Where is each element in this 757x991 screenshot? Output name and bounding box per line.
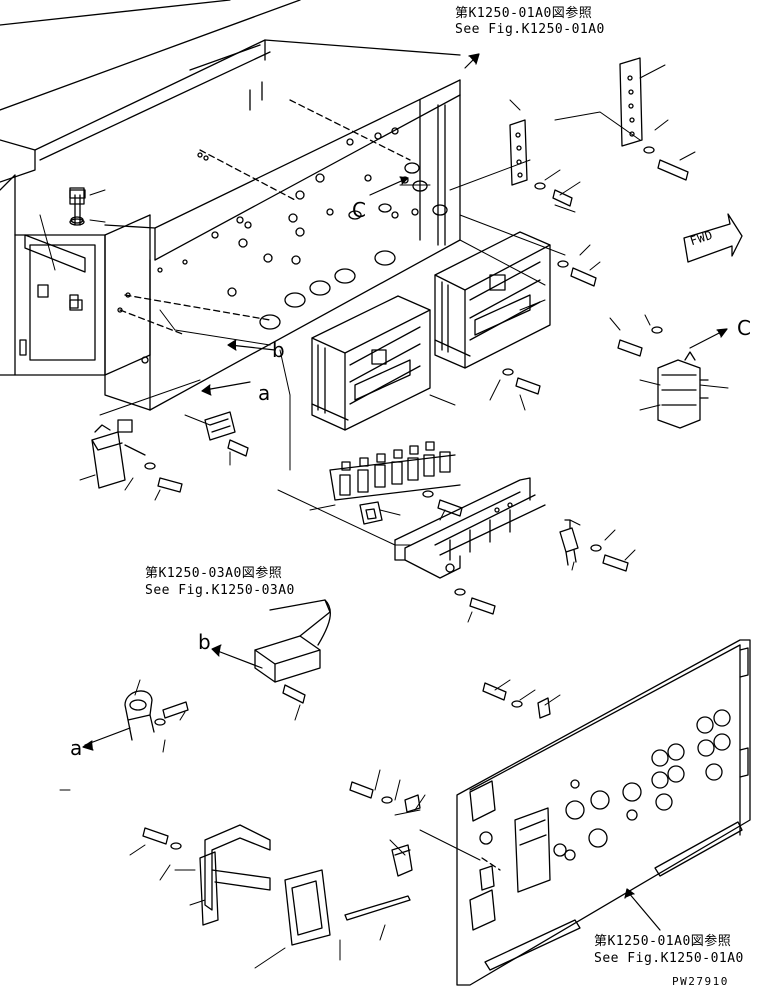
callout-leaders: [39, 64, 729, 969]
cab-bracket: [24, 189, 86, 311]
direction-arrows: [82, 53, 728, 931]
fasteners: [69, 146, 689, 850]
relay-rail: [329, 441, 461, 501]
diode-unit: [559, 519, 579, 566]
cable-tie: [344, 895, 411, 921]
dashed-leaders: [119, 99, 501, 871]
controller-left: [311, 295, 431, 431]
reference-middle-en: See Fig.K1250-03A0: [145, 583, 295, 598]
fwd-arrow: [683, 213, 743, 263]
reference-middle-jp: 第K1250-03A0図参照: [145, 566, 283, 581]
plate-mid: [509, 119, 528, 186]
mounting-bracket: [394, 477, 546, 579]
connection-letter-c-right: C: [737, 316, 751, 340]
reference-bottom-jp: 第K1250-01A0図参照: [594, 934, 732, 949]
clamp-a: [124, 690, 155, 741]
switch-knob: [391, 844, 413, 877]
relay-small: [204, 411, 236, 441]
connection-letter-c-left: C: [352, 198, 366, 222]
small-switch: [359, 501, 383, 525]
connection-letter-a-upper: a: [258, 381, 271, 405]
small-clip: [404, 697, 551, 813]
lower-bracket: [199, 824, 271, 926]
drawing-number: PW27910: [672, 975, 729, 988]
fuse-block: [657, 351, 709, 429]
reference-bottom-en: See Fig.K1250-01A0: [594, 951, 744, 966]
contactor-left: [91, 419, 146, 489]
panel-cover: [456, 639, 751, 986]
reference-top-en: See Fig.K1250-01A0: [455, 22, 605, 37]
connector-b: [254, 599, 331, 683]
controller-right: [434, 231, 551, 369]
console-box: [104, 79, 461, 411]
reference-top-jp: 第K1250-01A0図参照: [455, 6, 593, 21]
rubber-seal: [284, 869, 331, 946]
connection-letter-b-lower: b: [198, 630, 211, 654]
connection-letter-a-lower: a: [70, 736, 83, 760]
cab-housing: [0, 0, 461, 376]
leader-lines: [59, 111, 641, 961]
plate-upper-right: [619, 57, 643, 147]
connection-letter-b-upper: b: [272, 338, 285, 362]
